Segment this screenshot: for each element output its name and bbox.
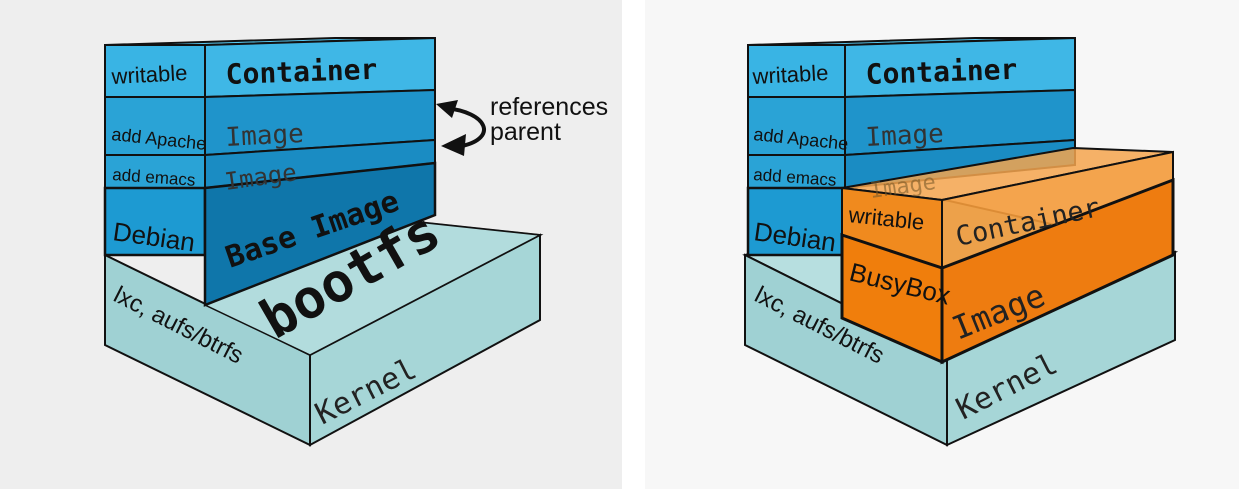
left-layer-diagram: writable add Apache add emacs Debian lxc… <box>103 36 608 447</box>
right-layer-diagram: writable add Apache add emacs Debian lxc… <box>742 36 1179 447</box>
left-apache-side <box>104 96 206 156</box>
right-label-image-apache: Image <box>865 119 945 153</box>
references-arrowhead-icon <box>441 134 466 156</box>
left-emacs-side <box>104 154 206 189</box>
left-label-image-apache: Image <box>225 119 305 153</box>
right-label-container: Container <box>865 53 1018 91</box>
references-arrowtail-icon <box>436 100 458 118</box>
callout-parent: parent <box>490 118 561 146</box>
left-label-writable: writable <box>110 60 188 89</box>
left-panel: writable add Apache add emacs Debian lxc… <box>0 0 622 489</box>
references-arrow-icon <box>444 106 486 148</box>
left-debian-side <box>103 186 207 257</box>
left-label-container: Container <box>225 53 378 91</box>
right-busybox-image-front <box>940 177 1175 365</box>
right-debian-side <box>746 186 847 257</box>
right-apache-side <box>747 96 846 156</box>
right-label-writable: writable <box>751 60 829 89</box>
callout-references: references <box>490 93 608 121</box>
right-panel: writable add Apache add emacs Debian lxc… <box>645 0 1239 489</box>
right-emacs-side <box>747 154 846 189</box>
left-base-front <box>203 161 437 307</box>
